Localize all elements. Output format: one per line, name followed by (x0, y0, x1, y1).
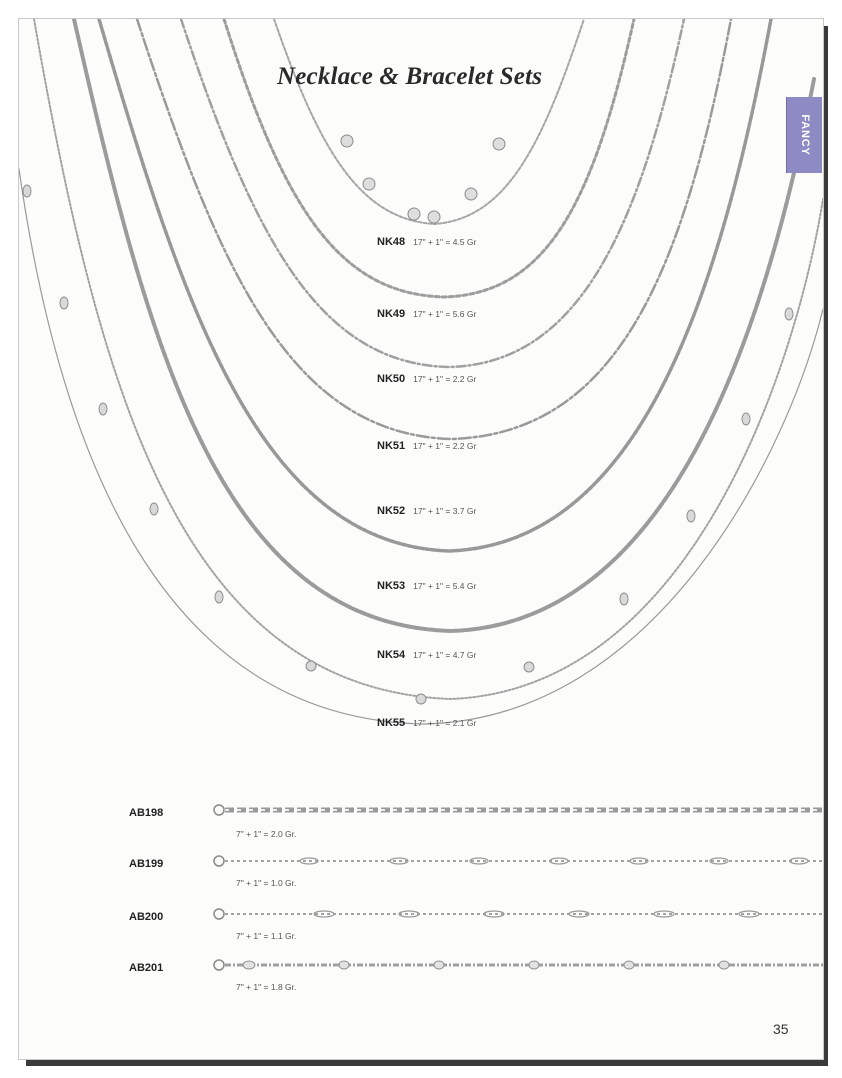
product-code: NK50 (377, 373, 406, 385)
necklace-label: NK53 17" + 1" = 5.4 Gr (377, 580, 476, 592)
necklace-label: NK55 17" + 1" = 2.1 Gr (377, 717, 476, 729)
product-code: NK52 (377, 505, 406, 517)
nk48-flowers (340, 134, 506, 224)
chain-nk50 (179, 19, 686, 369)
bracelet-code: AB200 (129, 911, 164, 923)
necklace-label: NK52 17" + 1" = 3.7 Gr (377, 505, 476, 517)
category-tab-label: FANCY (798, 114, 811, 156)
product-spec: 17" + 1" = 3.7 Gr (413, 506, 477, 516)
chain-nk55 (19, 168, 425, 725)
bracelet-ab198 (213, 804, 823, 816)
necklace-label: NK54 17" + 1" = 4.7 Gr (377, 649, 476, 661)
chain-nk49 (222, 19, 636, 299)
bracelet-ab201 (213, 959, 823, 971)
bracelet-code: AB198 (129, 807, 164, 819)
necklace-label: NK50 17" + 1" = 2.2 Gr (377, 373, 476, 385)
chain-nk48 (273, 19, 585, 226)
chain-nk53 (72, 19, 816, 634)
necklace-label: NK48 17" + 1" = 4.5 Gr (377, 236, 476, 248)
bracelet-code: AB201 (129, 962, 164, 974)
product-spec: 17" + 1" = 5.6 Gr (413, 309, 477, 319)
catalog-page: Necklace & Bracelet Sets FANCY NK48 17" +… (18, 18, 824, 1060)
category-tab[interactable]: FANCY (786, 97, 822, 173)
bracelet-spec: 7" + 1" = 1.0 Gr. (236, 878, 297, 888)
product-spec: 17" + 1" = 4.5 Gr (413, 237, 477, 247)
bracelet-spec: 7" + 1" = 2.0 Gr. (236, 829, 297, 839)
product-spec: 17" + 1" = 4.7 Gr (413, 650, 477, 660)
product-code: NK48 (377, 236, 406, 248)
product-code: NK49 (377, 308, 406, 320)
product-code: NK54 (377, 649, 406, 661)
chain-nk54 (33, 19, 823, 701)
necklace-label: NK49 17" + 1" = 5.6 Gr (377, 308, 476, 320)
product-spec: 17" + 1" = 2.2 Gr (413, 441, 477, 451)
chain-nk52 (97, 19, 773, 553)
product-spec: 17" + 1" = 2.2 Gr (413, 374, 477, 384)
product-spec: 17" + 1" = 2.1 Gr (413, 718, 477, 728)
page-number: 35 (773, 1021, 789, 1037)
nk55-beads (22, 184, 794, 705)
chain-nk51 (135, 19, 733, 441)
product-spec: 17" + 1" = 5.4 Gr (413, 581, 477, 591)
bracelet-ab200 (213, 908, 823, 920)
product-code: NK53 (377, 580, 406, 592)
page-title: Necklace & Bracelet Sets (277, 63, 543, 90)
bracelet-code: AB199 (129, 858, 164, 870)
necklace-label: NK51 17" + 1" = 2.2 Gr (377, 440, 476, 452)
bracelet-spec: 7" + 1" = 1.8 Gr. (236, 982, 297, 992)
product-code: NK51 (377, 440, 406, 452)
product-code: NK55 (377, 717, 406, 729)
bracelet-spec: 7" + 1" = 1.1 Gr. (236, 931, 297, 941)
necklace-chains-illustration (19, 19, 823, 725)
bracelet-ab199 (213, 855, 823, 867)
